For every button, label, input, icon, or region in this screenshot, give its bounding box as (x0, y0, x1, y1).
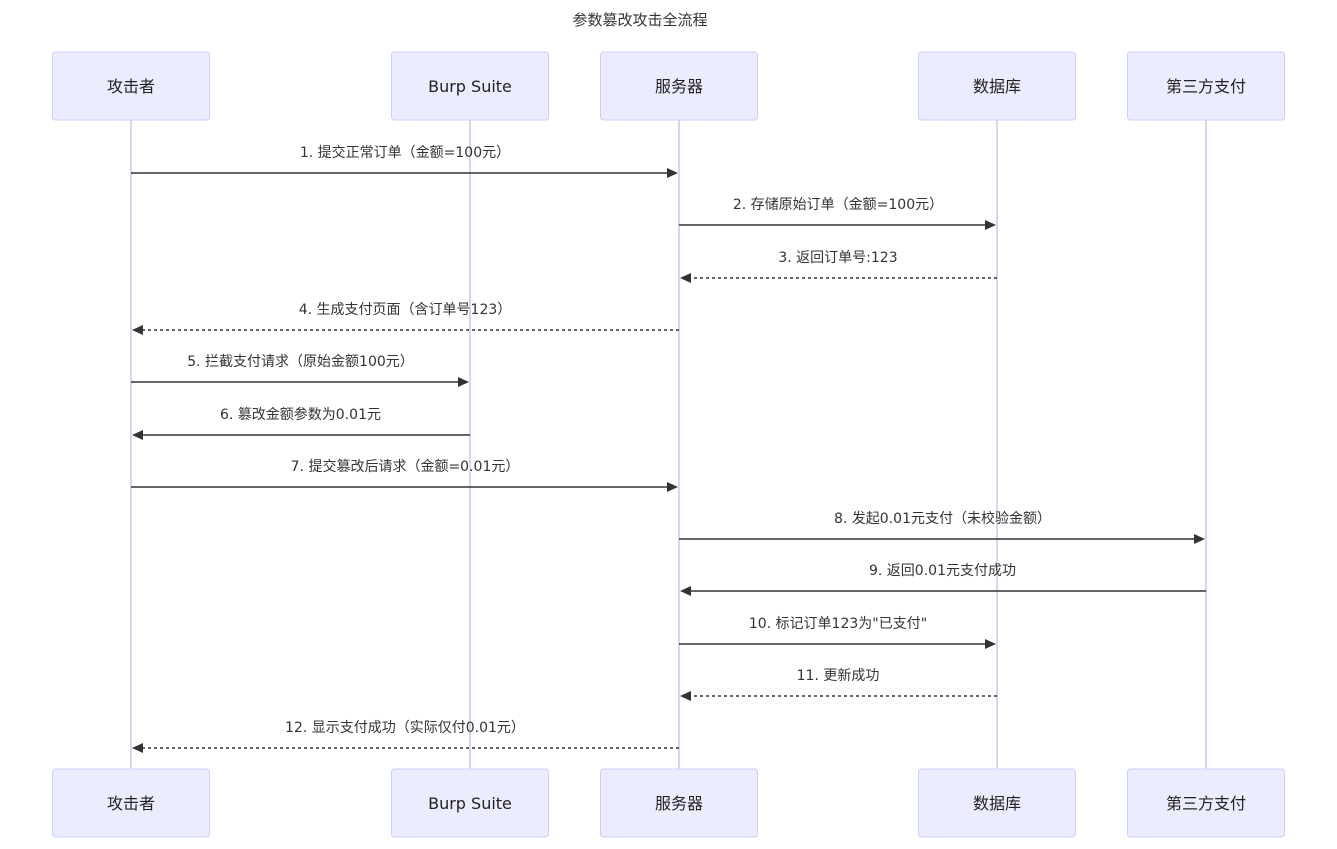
message-label: 9. 返回0.01元支付成功 (869, 563, 1016, 579)
message-arrowhead (132, 743, 143, 753)
message-arrowhead (985, 220, 996, 230)
message-arrowhead (985, 639, 996, 649)
actor-label: 服务器 (655, 77, 703, 96)
actor-label: 第三方支付 (1166, 77, 1246, 96)
actor-box (600, 768, 758, 838)
message-10: 10. 标记订单123为"已支付" (679, 616, 996, 649)
actor-box (918, 51, 1076, 121)
message-7: 7. 提交篡改后请求（金额=0.01元） (131, 458, 678, 492)
actor-db-bottom: 数据库 (918, 768, 1076, 838)
diagram-title: 参数篡改攻击全流程 (572, 11, 707, 29)
message-label: 7. 提交篡改后请求（金额=0.01元） (291, 458, 520, 475)
actor-label: 数据库 (973, 77, 1021, 96)
message-label: 2. 存储原始订单（金额=100元） (733, 197, 943, 213)
message-arrowhead (458, 377, 469, 387)
message-arrowhead (667, 168, 678, 178)
actor-label: 数据库 (973, 794, 1021, 813)
message-label: 3. 返回订单号:123 (778, 250, 897, 266)
message-11: 11. 更新成功 (680, 668, 997, 701)
message-arrowhead (680, 586, 691, 596)
message-5: 5. 拦截支付请求（原始金额100元） (131, 354, 469, 387)
actor-box (52, 768, 210, 838)
actor-burp-bottom: Burp Suite (391, 768, 549, 838)
message-label: 6. 篡改金额参数为0.01元 (220, 406, 381, 423)
actor-box (391, 768, 549, 838)
actors-bottom: 攻击者 Burp Suite 服务器 数据库 第三方支付 (52, 768, 1285, 838)
message-12: 12. 显示支付成功（实际仅付0.01元） (132, 720, 679, 753)
message-label: 4. 生成支付页面（含订单号123） (299, 302, 512, 318)
message-arrowhead (132, 430, 143, 440)
message-label: 8. 发起0.01元支付（未校验金额） (834, 510, 1051, 527)
actor-server-top: 服务器 (600, 51, 758, 121)
message-arrowhead (132, 325, 143, 335)
actor-attacker-bottom: 攻击者 (52, 768, 210, 838)
actor-label: Burp Suite (428, 794, 512, 813)
actor-label: 第三方支付 (1166, 794, 1246, 813)
actor-label: 攻击者 (107, 77, 155, 96)
message-4: 4. 生成支付页面（含订单号123） (132, 302, 679, 335)
actor-label: 攻击者 (107, 794, 155, 813)
lifelines (130, 120, 1207, 769)
message-2: 2. 存储原始订单（金额=100元） (679, 197, 996, 230)
actor-box (391, 51, 549, 121)
message-6: 6. 篡改金额参数为0.01元 (132, 406, 470, 440)
message-arrowhead (1194, 534, 1205, 544)
actor-box (1127, 51, 1285, 121)
actor-attacker-top: 攻击者 (52, 51, 210, 121)
actors-top: 攻击者 Burp Suite 服务器 数据库 第三方支付 (52, 51, 1285, 121)
message-label: 5. 拦截支付请求（原始金额100元） (187, 354, 414, 370)
message-label: 12. 显示支付成功（实际仅付0.01元） (285, 720, 525, 736)
actor-burp-top: Burp Suite (391, 51, 549, 121)
actor-box (918, 768, 1076, 838)
message-arrowhead (680, 273, 691, 283)
message-label: 1. 提交正常订单（金额=100元） (300, 144, 510, 161)
actor-server-bottom: 服务器 (600, 768, 758, 838)
actor-box (600, 51, 758, 121)
message-label: 11. 更新成功 (797, 668, 880, 684)
messages: 1. 提交正常订单（金额=100元） 2. 存储原始订单（金额=100元） 3. 返… (131, 144, 1206, 753)
actor-box (52, 51, 210, 121)
message-9: 9. 返回0.01元支付成功 (680, 563, 1206, 596)
message-8: 8. 发起0.01元支付（未校验金额） (679, 510, 1205, 544)
actor-db-top: 数据库 (918, 51, 1076, 121)
actor-pay-top: 第三方支付 (1127, 51, 1285, 121)
message-3: 3. 返回订单号:123 (680, 250, 997, 283)
actor-label: Burp Suite (428, 77, 512, 96)
actor-box (1127, 768, 1285, 838)
actor-label: 服务器 (655, 794, 703, 813)
message-arrowhead (680, 691, 691, 701)
message-label: 10. 标记订单123为"已支付" (749, 616, 927, 632)
actor-pay-bottom: 第三方支付 (1127, 768, 1285, 838)
message-1: 1. 提交正常订单（金额=100元） (131, 144, 678, 178)
message-arrowhead (667, 482, 678, 492)
